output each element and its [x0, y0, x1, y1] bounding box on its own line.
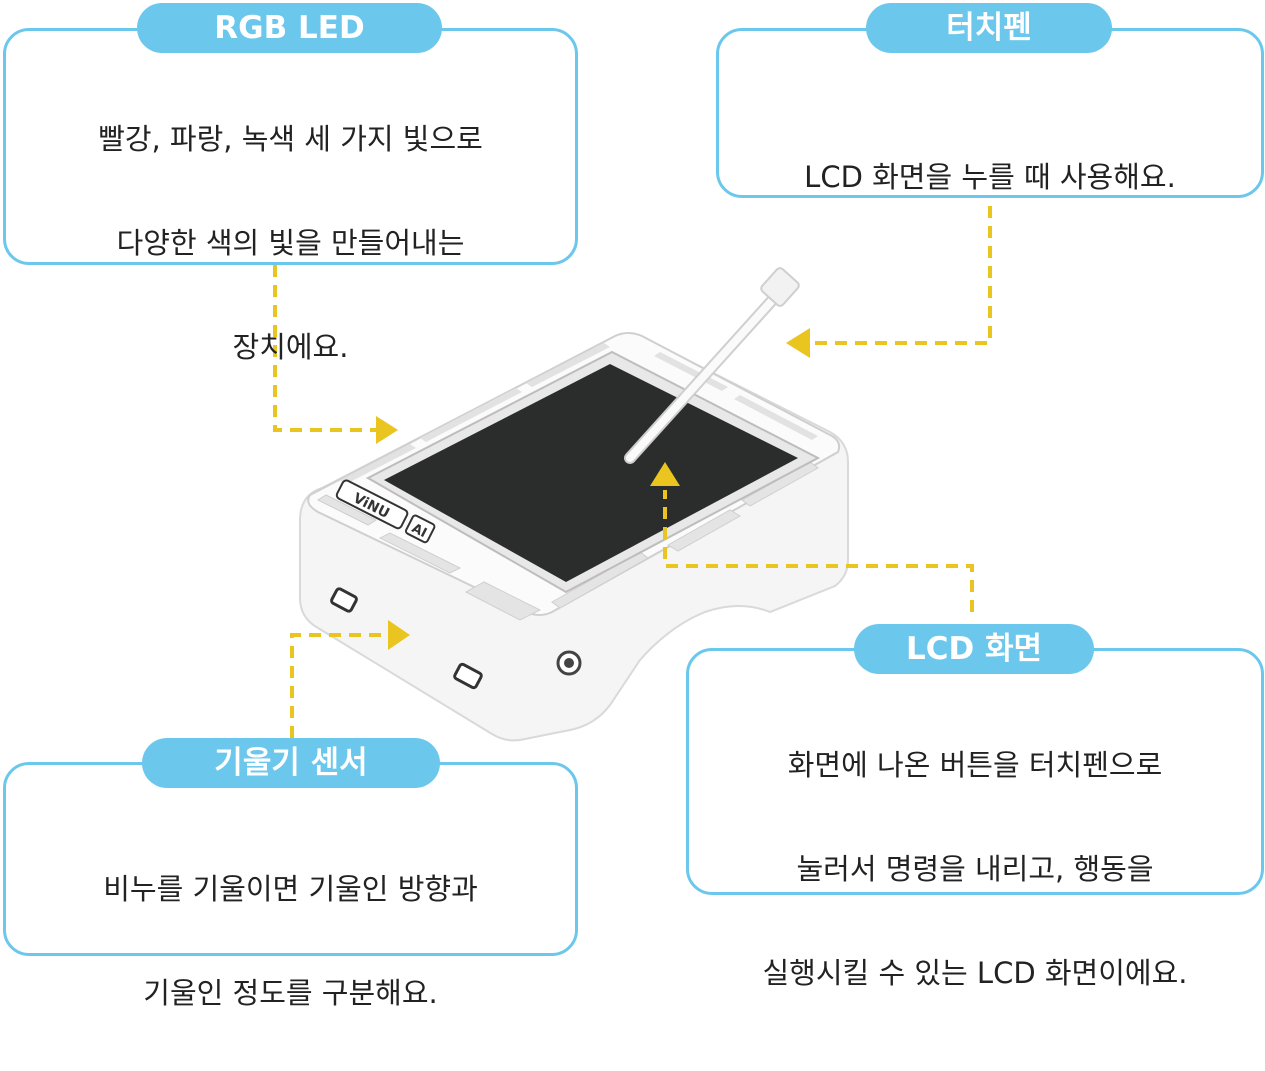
tilt-sensor-card: 비누를 기울이면 기울인 방향과 기울인 정도를 구분해요. — [3, 762, 578, 1010]
led-bar-front-4 — [667, 509, 741, 552]
led-bar-front-1 — [378, 532, 462, 574]
led-strip-left — [340, 444, 416, 484]
arrow-touch-pen — [808, 206, 992, 345]
touch-pen-title: 터치펜 — [866, 3, 1112, 53]
tilt-sensor-line-2: 기울인 정도를 구분해요. — [143, 976, 438, 1010]
arrow-tilt-sensor — [290, 633, 392, 738]
stylus — [624, 267, 800, 464]
lcd-screen-title: LCD 화면 — [854, 624, 1094, 674]
led-strip-top-mid — [526, 343, 610, 387]
tilt-sensor-title: 기울기 센서 — [142, 738, 440, 788]
arrowheads — [376, 328, 810, 650]
rgb-led-description: 빨강, 파랑, 녹색 세 가지 빛으로 다양한 색의 빛을 만들어내는 장치에요… — [6, 61, 575, 425]
rgb-led-title: RGB LED — [137, 3, 442, 53]
led-bar-left — [316, 494, 378, 526]
touch-pen-card: LCD 화면을 누를 때 사용해요. — [716, 28, 1264, 198]
touch-pen-description: LCD 화면을 누를 때 사용해요. — [719, 99, 1261, 255]
rgb-led-line-1: 빨강, 파랑, 녹색 세 가지 빛으로 — [98, 122, 483, 156]
lcd-screen-line-1: 화면에 나온 버튼을 터치펜으로 — [787, 748, 1163, 782]
side-port-2 — [453, 662, 483, 690]
led-bar-front-2 — [464, 581, 542, 621]
led-strip-right-bottom — [734, 395, 818, 440]
device-illustration: ViNU AI — [299, 332, 849, 742]
arrow-rgb-led — [273, 265, 380, 432]
side-port-1 — [330, 587, 358, 613]
arrowhead-tilt-sensor — [388, 620, 410, 650]
arrowhead-lcd-screen — [650, 462, 680, 486]
led-strip-right-top — [654, 352, 728, 391]
lcd-screen-line-2: 눌러서 명령을 내리고, 행동을 — [796, 852, 1154, 886]
arrow-lcd-screen — [663, 490, 974, 612]
rgb-led-card: 빨강, 파랑, 녹색 세 가지 빛으로 다양한 색의 빛을 만들어내는 장치에요… — [3, 28, 578, 364]
arrows — [273, 206, 992, 738]
lcd-screen — [384, 364, 798, 582]
device-logo-badge: AI — [409, 521, 429, 541]
rgb-led-line-3: 장치에요. — [232, 330, 349, 364]
lcd-screen-line-3: 실행시킬 수 있는 LCD 화면이에요. — [762, 956, 1188, 990]
device-diagram: ViNU AI — [273, 206, 992, 742]
lcd-screen-description: 화면에 나온 버튼을 터치펜으로 눌러서 명령을 내리고, 행동을 실행시킬 수… — [689, 687, 1261, 1051]
led-strip-top-left — [420, 388, 522, 442]
arrowhead-rgb-led — [376, 416, 398, 444]
rgb-led-line-2: 다양한 색의 빛을 만들어내는 — [116, 226, 465, 260]
tilt-sensor-line-1: 비누를 기울이면 기울인 방향과 — [103, 872, 478, 906]
lcd-screen-card: 화면에 나온 버튼을 터치펜으로 눌러서 명령을 내리고, 행동을 실행시킬 수… — [686, 648, 1264, 990]
tilt-sensor-description: 비누를 기울이면 기울인 방향과 기울인 정도를 구분해요. — [6, 811, 575, 1071]
touch-pen-line-1: LCD 화면을 누를 때 사용해요. — [804, 160, 1176, 194]
arrowhead-touch-pen — [786, 328, 810, 358]
